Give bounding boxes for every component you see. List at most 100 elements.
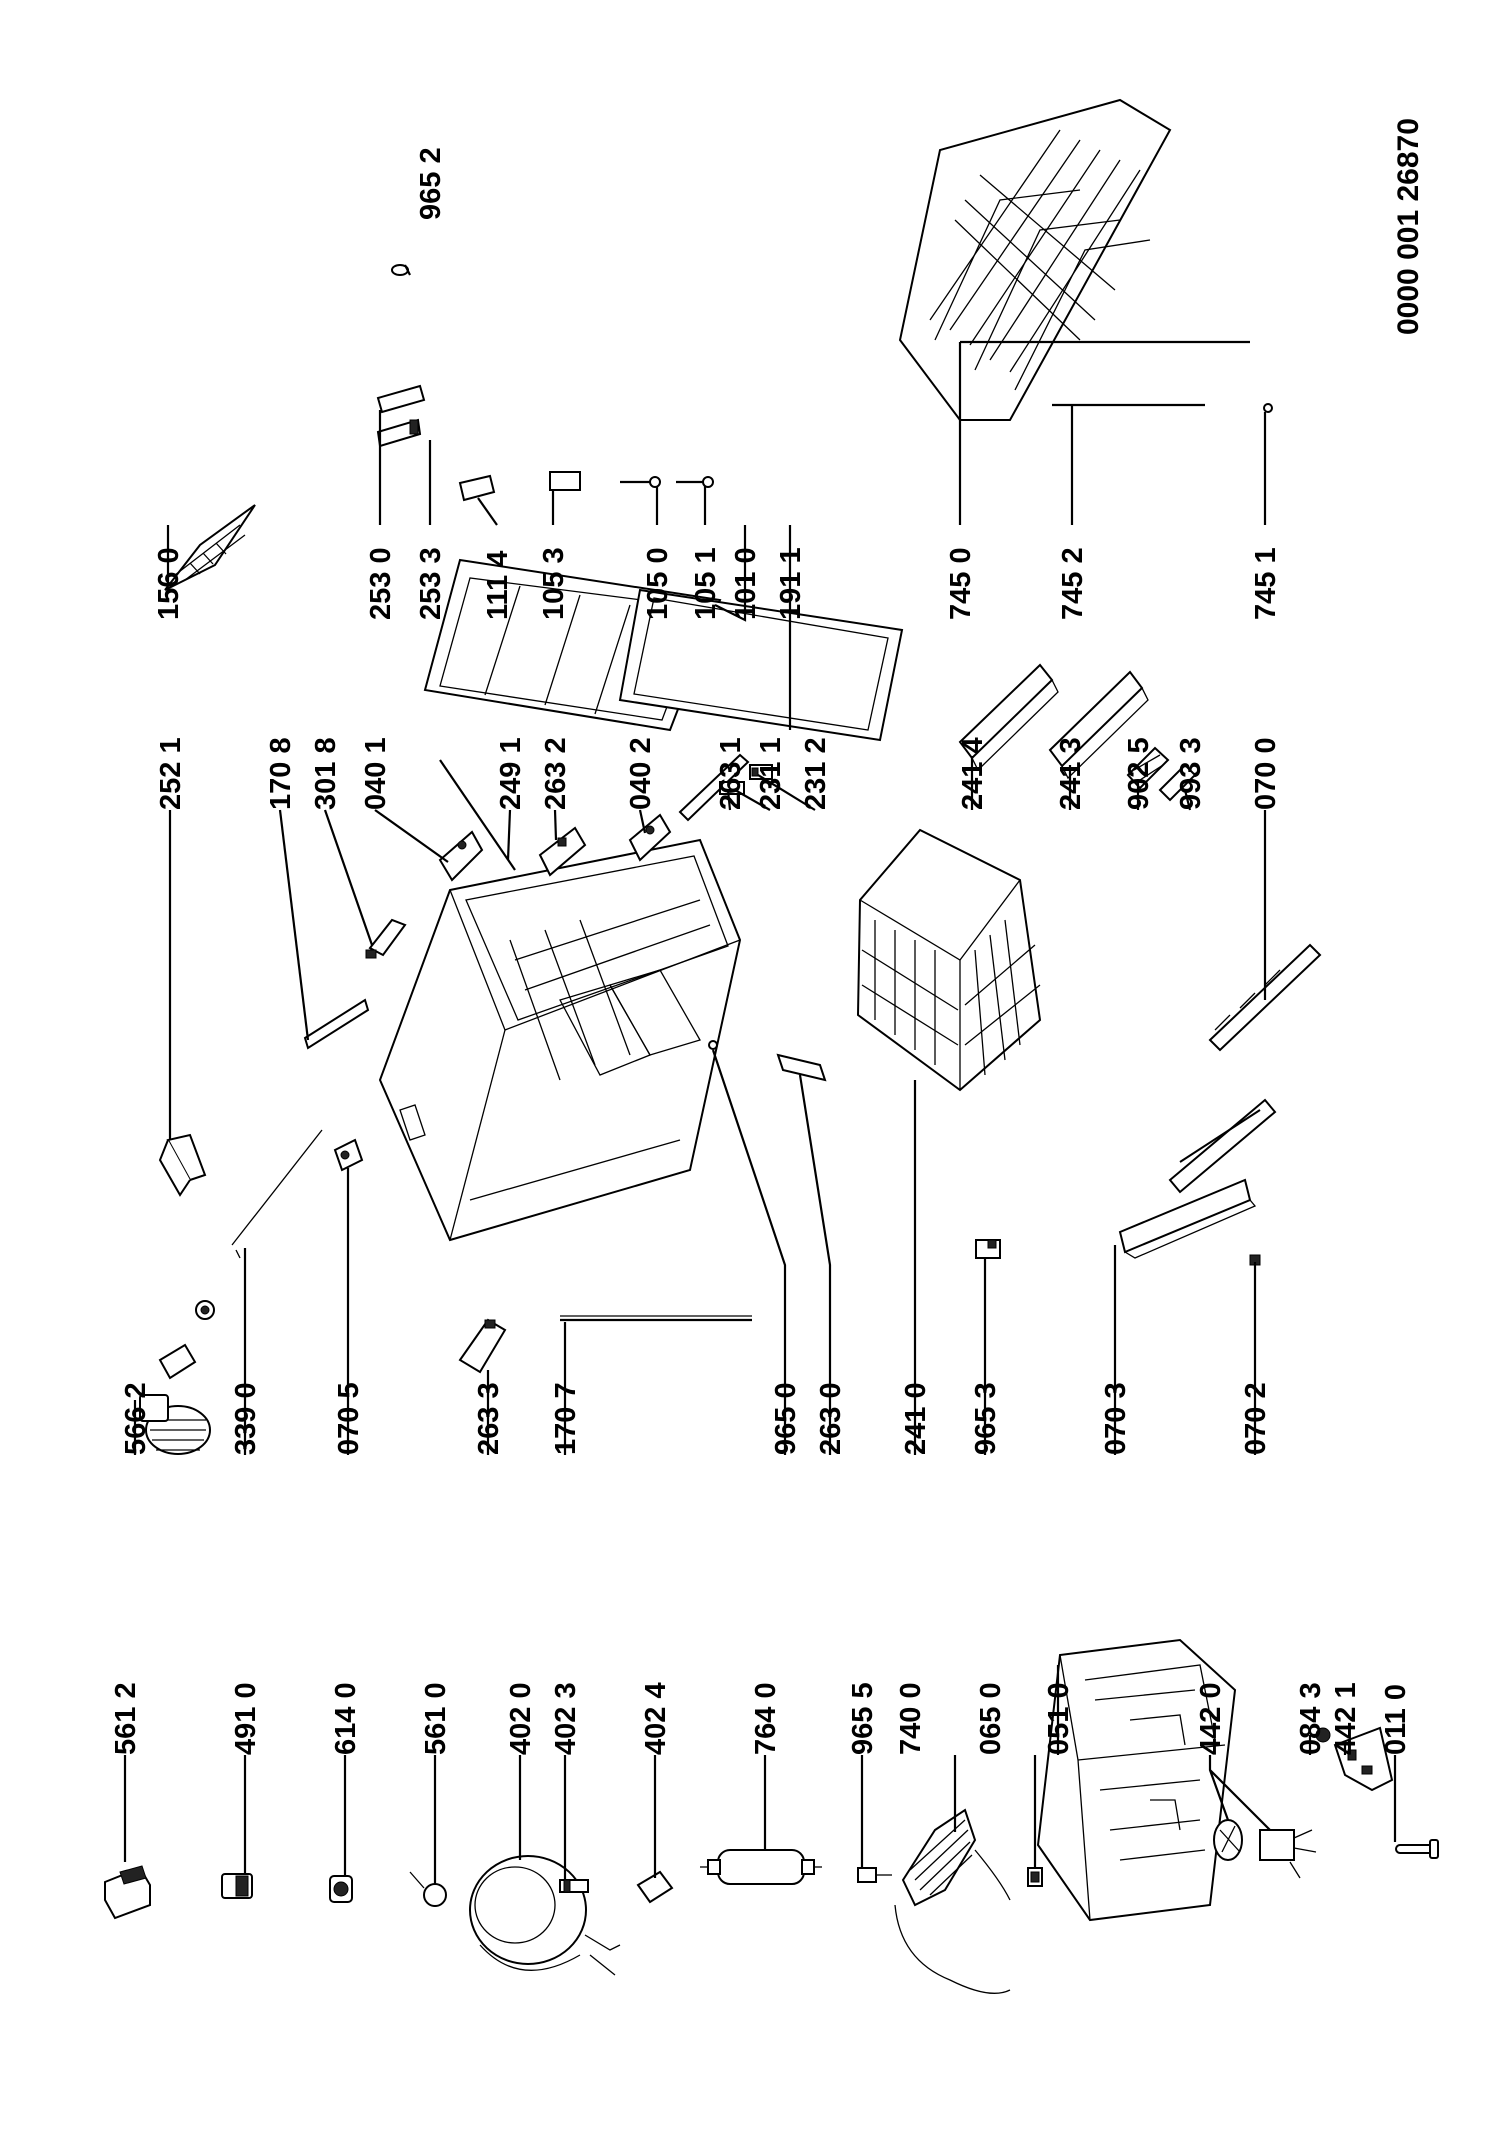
part-fan-442-0 <box>1213 1819 1317 1879</box>
part-label-249-1: 249 1 <box>495 737 527 810</box>
part-pin-105-1 <box>676 476 714 488</box>
part-label-402-0: 402 0 <box>505 1682 537 1755</box>
part-pin-105-0 <box>620 476 661 488</box>
part-label-070-3: 070 3 <box>1100 1382 1132 1455</box>
part-fan-bracket-442-1 <box>1333 1726 1394 1792</box>
part-hinge-040-1 <box>438 830 484 882</box>
part-clip-566-2b <box>158 1300 215 1380</box>
part-label-241-0: 241 0 <box>900 1382 932 1455</box>
part-nut-084-3 <box>1315 1727 1331 1743</box>
part-drain-pipe-339-0 <box>231 1129 323 1259</box>
part-label-402-4: 402 4 <box>640 1682 672 1755</box>
part-label-252-1: 252 1 <box>155 737 187 810</box>
part-ice-tray-156-0 <box>164 504 256 591</box>
part-label-011-0: 011 0 <box>1380 1684 1412 1755</box>
document-number: 0000 001 26870 <box>1392 118 1425 335</box>
part-label-902-5: 902 5 <box>1123 737 1155 810</box>
part-label-442-1: 442 1 <box>1330 1682 1362 1755</box>
part-label-965-3: 965 3 <box>970 1382 1002 1455</box>
part-label-241-4: 241 4 <box>957 737 989 810</box>
part-label-070-5: 070 5 <box>333 1382 365 1455</box>
part-gasket-191-1 <box>618 588 904 742</box>
part-label-263-3: 263 3 <box>473 1382 505 1455</box>
part-bracket-402-3 <box>559 1879 589 1893</box>
part-hinge-263-2 <box>538 826 587 877</box>
part-rail-263-0 <box>776 1053 827 1082</box>
part-plinth-070-3 <box>1118 1178 1257 1259</box>
part-label-191-1: 191 1 <box>775 547 807 620</box>
part-label-040-2: 040 2 <box>625 737 657 810</box>
part-label-402-3: 402 3 <box>550 1682 582 1755</box>
part-seal-170-8 <box>303 998 370 1050</box>
part-label-740-0: 740 0 <box>895 1682 927 1755</box>
part-clamp-402-4 <box>636 1870 674 1904</box>
part-lamp-housing-252-1 <box>158 1133 207 1197</box>
part-label-156-0: 156 0 <box>153 547 185 620</box>
part-label-105-3: 105 3 <box>538 547 570 620</box>
part-bolt-745-1 <box>1263 403 1273 413</box>
part-label-241-3: 241 3 <box>1055 737 1087 810</box>
part-relay-box-561-2 <box>104 1865 151 1920</box>
part-label-339-0: 339 0 <box>230 1382 262 1455</box>
part-label-253-0: 253 0 <box>365 547 397 620</box>
part-grommet-614-0 <box>329 1875 353 1903</box>
part-label-745-0: 745 0 <box>945 547 977 620</box>
part-label-566-2: 566 2 <box>120 1382 152 1455</box>
part-label-965-5: 965 5 <box>847 1682 879 1755</box>
part-screw-011-0 <box>1395 1839 1439 1859</box>
part-shelf-241-4 <box>958 663 1059 772</box>
part-label-561-0: 561 0 <box>420 1682 452 1755</box>
part-label-745-2: 745 2 <box>1057 547 1089 620</box>
part-clip-902-5 <box>1126 746 1170 790</box>
part-labels: 561 2 491 0 614 0 561 0 402 0 402 3 402 … <box>110 118 1425 1755</box>
part-cabinet-body <box>378 838 742 1242</box>
part-rod-249-1 <box>439 759 516 871</box>
part-heater-coil-566-2 <box>139 1394 211 1455</box>
part-label-231-1: 231 1 <box>755 737 787 810</box>
part-grommet-065-0 <box>1027 1867 1043 1887</box>
part-label-101-0: 101 0 <box>730 547 762 620</box>
part-label-263-2: 263 2 <box>540 737 572 810</box>
part-label-745-1: 745 1 <box>1250 547 1282 620</box>
part-tray-993-3 <box>1158 763 1197 802</box>
part-label-993-3: 993 3 <box>1175 737 1207 810</box>
part-label-614-0: 614 0 <box>330 1682 362 1755</box>
part-grid-rack-745-0 <box>898 98 1172 421</box>
part-hinge-040-2 <box>628 813 672 862</box>
part-label-070-0: 070 0 <box>1250 737 1282 810</box>
part-label-301-8: 301 8 <box>310 737 342 810</box>
part-label-070-2: 070 2 <box>1240 1382 1272 1455</box>
part-hinge-111-4 <box>458 474 496 502</box>
part-label-263-0: 263 0 <box>815 1382 847 1455</box>
part-shelf-241-3 <box>1048 670 1149 780</box>
part-cover-070-2 <box>1168 1098 1277 1266</box>
part-label-561-2: 561 2 <box>110 1682 142 1755</box>
part-label-105-1: 105 1 <box>690 547 722 620</box>
part-label-170-8: 170 8 <box>265 737 297 810</box>
part-label-965-2: 965 2 <box>415 147 447 220</box>
part-label-040-1: 040 1 <box>360 737 392 810</box>
part-cover-301-8 <box>365 918 407 959</box>
part-label-084-3: 084 3 <box>1295 1682 1327 1755</box>
part-filter-dryer-764-0 <box>700 1849 822 1885</box>
part-label-105-0: 105 0 <box>642 547 674 620</box>
part-base-tray-051-0 <box>1036 1638 1237 1922</box>
part-condenser-740-0 <box>894 1808 1011 1994</box>
part-latch-965-3 <box>975 1239 1001 1259</box>
part-label-170-7: 170 7 <box>550 1382 582 1455</box>
part-seal-strip-170-7 <box>560 1315 752 1322</box>
part-cap-070-5 <box>333 1138 364 1172</box>
part-plug-965-5 <box>857 1867 892 1883</box>
part-compressor-402-0 <box>469 1855 621 1976</box>
part-label-764-0: 764 0 <box>750 1682 782 1755</box>
part-hinge-263-3 <box>458 1318 507 1374</box>
part-label-263-1: 263 1 <box>715 737 747 810</box>
part-label-111-4: 111 4 <box>482 551 514 620</box>
part-clip-491-0 <box>221 1873 253 1899</box>
part-label-965-0: 965 0 <box>770 1382 802 1455</box>
part-label-442-0: 442 0 <box>1195 1682 1227 1755</box>
part-handle-253-3 <box>376 418 422 448</box>
part-clip-231-2 <box>749 764 773 780</box>
part-thermal-protector-561-0 <box>409 1871 447 1907</box>
